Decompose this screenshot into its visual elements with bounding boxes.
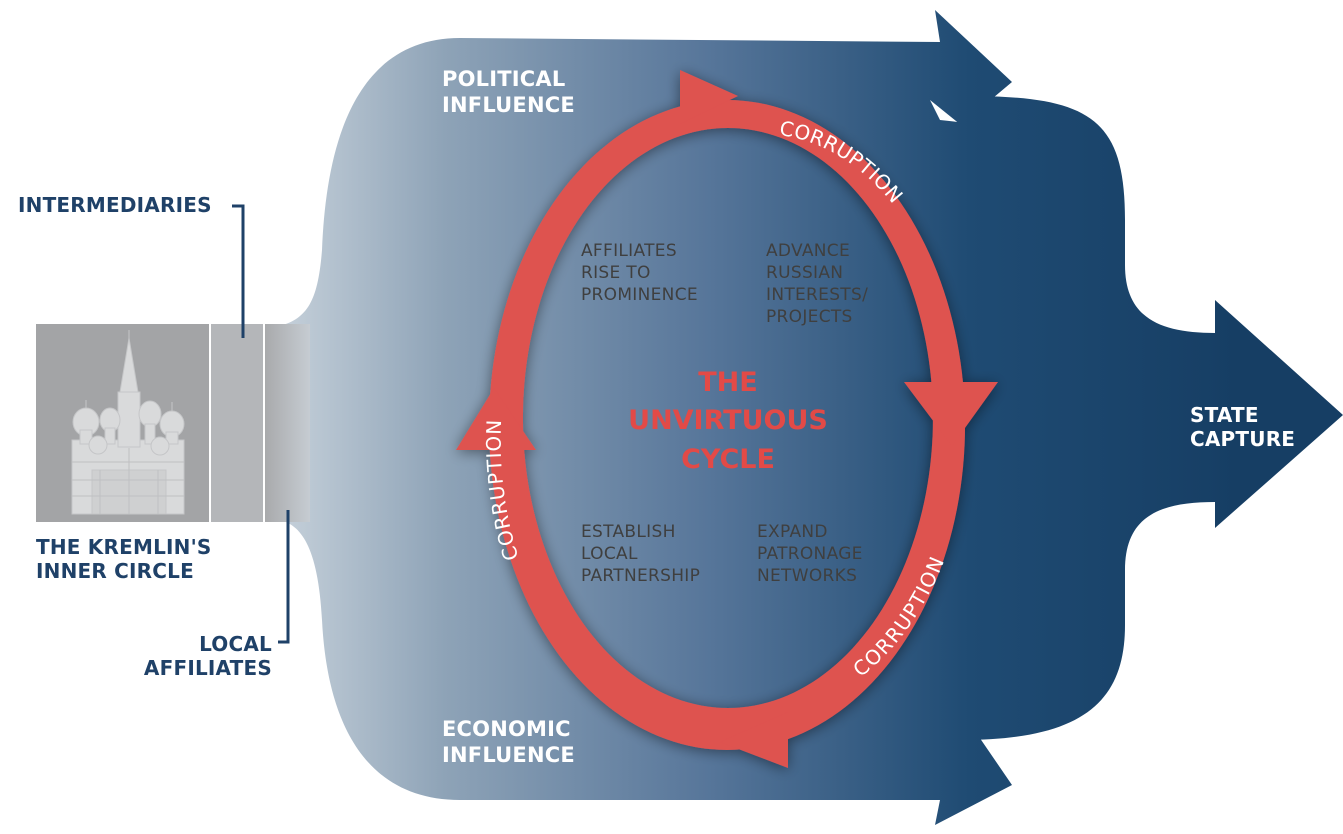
intermediaries-connector [232, 204, 245, 338]
political-influence-label: POLITICAL INFLUENCE [442, 67, 575, 117]
st-basils-cathedral-icon [71, 330, 185, 515]
unvirtuous-cycle-loop [456, 70, 998, 768]
cycle-title: THE UNVIRTUOUS CYCLE [628, 367, 828, 475]
cycle-arrowhead-left [456, 388, 536, 450]
local-affiliates-label: LOCAL AFFILIATES [143, 632, 272, 681]
step-expand-networks: EXPAND PATRONAGE NETWORKS [757, 522, 863, 587]
cycle-arrowhead-right [904, 382, 998, 446]
cycle-arrowhead-top [680, 70, 738, 124]
local-affiliates-panel [264, 324, 310, 522]
intermediaries-panel [210, 324, 264, 522]
step-affiliates-rise: AFFILIATES RISE TO PROMINENCE [581, 241, 698, 306]
inner-circle-label: THE KREMLIN'S INNER CIRCLE [36, 535, 212, 584]
local-affiliates-connector [278, 510, 290, 644]
step-advance-interests: ADVANCE RUSSIAN INTERESTS/ PROJECTS [766, 241, 869, 328]
cycle-arrowhead-bottom [720, 712, 788, 768]
state-capture-label: STATE CAPTURE [1190, 403, 1296, 452]
intermediaries-label: INTERMEDIARIES [18, 193, 212, 217]
step-establish-partnership: ESTABLISH LOCAL PARTNERSHIP [581, 522, 701, 587]
economic-influence-label: ECONOMIC INFLUENCE [442, 717, 575, 767]
